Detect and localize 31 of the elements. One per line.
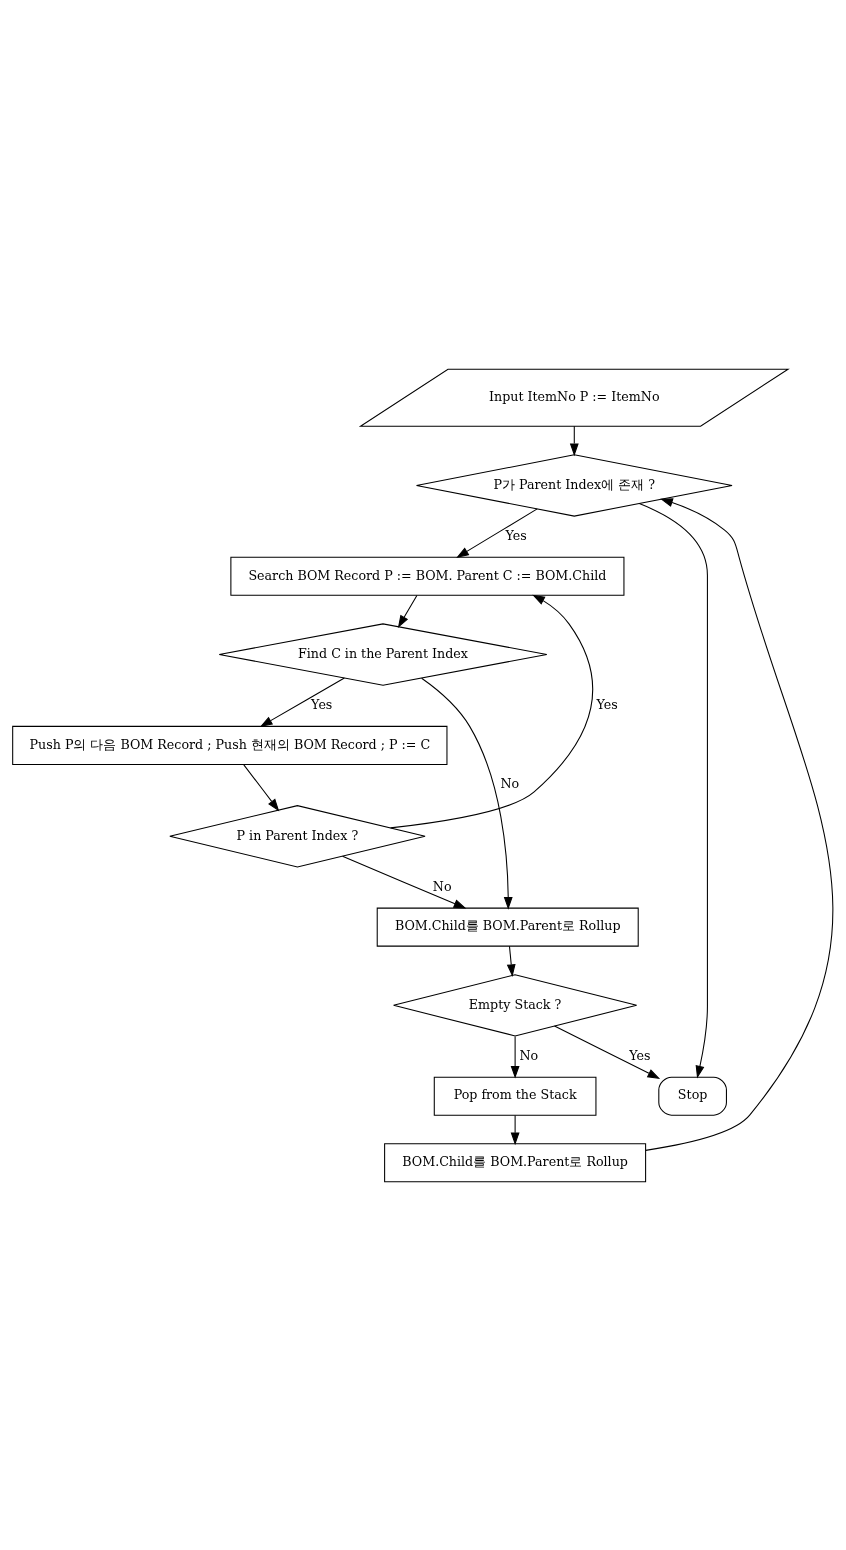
node-diamond: P가 Parent Index에 존재 ? [416,453,733,517]
node-box: Stop [658,1076,727,1116]
arrow [510,1114,520,1145]
arrow [456,507,538,558]
node-box: Pop from the Stack [433,1076,597,1116]
arrow [506,945,516,977]
node-box: Search BOM Record P := BOM. Parent C := BOM.Child [230,556,625,596]
arrow [259,676,345,727]
node-box: BOM.Child를 BOM.Parent로 Rollup [376,907,639,947]
edge-label: No [519,1047,539,1063]
arrow [645,497,834,1151]
edge-label: No [432,878,452,894]
edge-label: Yes [596,696,618,712]
node-diamond: Empty Stack ? [393,973,638,1036]
edge-label: Yes [629,1047,651,1063]
node-diamond: P in Parent Index ? [169,804,426,867]
arrow [397,594,418,628]
edge-label: No [500,775,520,791]
arrow [342,855,467,909]
edge-label: Yes [505,527,527,543]
arrow [510,1035,520,1079]
edge-label: Yes [311,696,333,712]
arrow [638,502,708,1078]
node-box: Push P의 다음 BOM Record ; Push 현재의 BOM Record ; P := C [12,725,448,765]
arrow [243,763,280,811]
arrow [390,594,594,828]
node-diamond: Find C in the Parent Index [218,622,548,686]
node-box: BOM.Child를 BOM.Parent로 Rollup [384,1142,647,1182]
arrow [553,1025,661,1079]
arrow [421,677,513,910]
arrow [569,425,579,456]
